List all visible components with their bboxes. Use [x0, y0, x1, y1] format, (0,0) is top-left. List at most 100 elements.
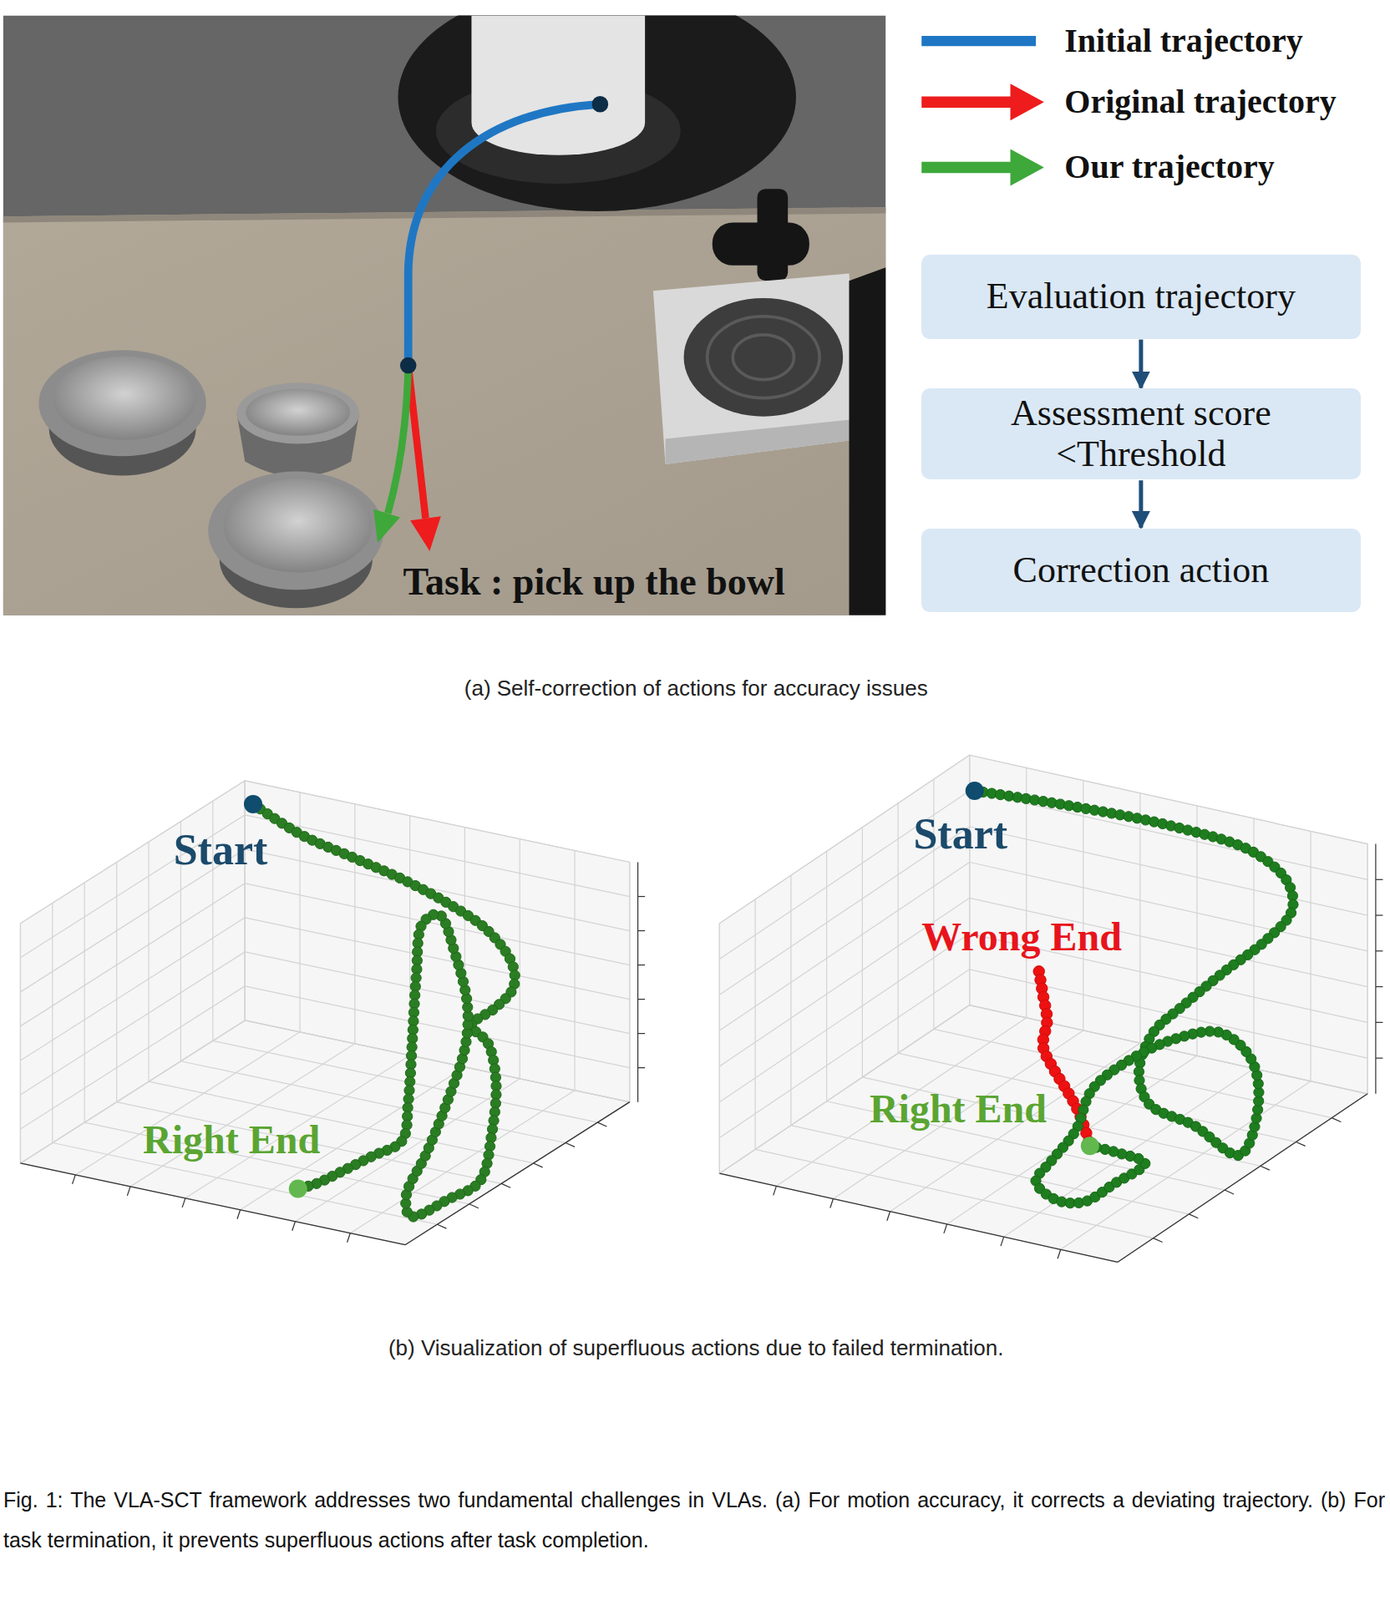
grid-line	[791, 1126, 1189, 1215]
legend-entry: Our trajectory	[1064, 147, 1274, 187]
axis-line	[1331, 1118, 1341, 1123]
grid-line	[244, 815, 630, 898]
axis-line	[1296, 1141, 1306, 1147]
robot-scene	[3, 15, 887, 615]
end-point	[1080, 1136, 1100, 1156]
grid-line	[969, 1005, 1368, 1095]
axis-line	[1375, 950, 1384, 952]
axis-line	[887, 1212, 891, 1222]
axis-line	[1224, 1190, 1234, 1195]
legend-line	[921, 35, 1036, 46]
legend-arrow	[921, 162, 1013, 173]
plot-3d	[20, 781, 645, 1246]
grid-line	[629, 862, 630, 1103]
grid-line	[754, 899, 756, 1150]
plot-annotation: Right End	[869, 1085, 1047, 1132]
axis-line	[1375, 879, 1384, 881]
grid-line	[790, 875, 792, 1126]
grid-line	[20, 923, 21, 1164]
axis-line	[1374, 844, 1376, 1095]
axis-line	[830, 1199, 834, 1209]
box-label: Correction action	[1013, 550, 1270, 591]
plate	[684, 298, 844, 417]
legend-label: Initial trajectory	[1064, 21, 1303, 61]
grid-line	[244, 918, 630, 1000]
axis-line	[237, 1210, 241, 1220]
grid-line	[354, 804, 356, 1045]
grid-line	[1025, 767, 1027, 1018]
axis-line	[565, 1143, 575, 1148]
trajectory-point	[592, 96, 609, 113]
legend-entry: Original trajectory	[1064, 82, 1336, 122]
grid-line	[947, 1055, 1198, 1225]
axis-line	[638, 896, 646, 898]
grid-line	[20, 918, 245, 1061]
grid-line	[20, 883, 245, 1027]
grid-line	[1309, 831, 1311, 1081]
grid-line	[969, 969, 1368, 1059]
process-box: Correction action	[921, 528, 1360, 613]
grid-line	[294, 1079, 520, 1223]
plate-ring	[732, 334, 794, 381]
axis-line	[1117, 1094, 1368, 1264]
legend-label: Original trajectory	[1064, 82, 1336, 122]
axis-line	[405, 1102, 630, 1246]
panel-caption: (b) Visualization of superfluous actions…	[388, 1336, 1005, 1362]
axis-line	[469, 1204, 479, 1209]
initial-trajectory	[408, 104, 601, 366]
start-point	[243, 795, 263, 814]
grid-line	[147, 842, 149, 1082]
grid-line	[519, 839, 521, 1080]
axis-line	[72, 1175, 77, 1185]
table-edge	[3, 207, 887, 223]
grid-line	[244, 1020, 630, 1103]
axis-line	[1260, 1166, 1270, 1171]
legend-arrow-head	[1010, 83, 1045, 121]
grid-line	[244, 1020, 630, 1103]
grid-line	[244, 781, 246, 1021]
axis-line	[597, 1122, 607, 1127]
grid-line	[1060, 1081, 1311, 1251]
plot-annotation: Right End	[142, 1116, 320, 1163]
grid-line	[897, 803, 899, 1054]
axis-line	[638, 1067, 646, 1069]
grid-line	[719, 933, 969, 1103]
axis-line	[1000, 1237, 1005, 1247]
grid-line	[755, 1149, 1153, 1238]
grid-line	[969, 1005, 1368, 1095]
axis-line	[292, 1222, 296, 1232]
plate-stand	[653, 273, 863, 465]
box-label: Evaluation trajectory	[986, 276, 1296, 317]
axis-pane	[244, 781, 630, 1103]
axis-line	[347, 1233, 351, 1243]
grid-line	[51, 902, 53, 1143]
grid-line	[130, 1044, 356, 1188]
task-label: Task : pick up the bowl	[403, 560, 786, 605]
axis-line	[638, 930, 646, 932]
table	[3, 207, 887, 616]
grid-line	[405, 1102, 630, 1246]
axis-line	[1188, 1214, 1198, 1219]
cup-inside	[245, 389, 351, 437]
axis-line	[501, 1183, 511, 1188]
bowl-inside	[223, 478, 373, 573]
legend-samples	[921, 40, 1045, 186]
grid-line	[350, 1090, 575, 1234]
legend-arrow-head	[1010, 149, 1045, 187]
panel-caption: (a) Self-correction of actions for accur…	[464, 676, 929, 702]
axis-line	[773, 1186, 777, 1196]
axis-line	[638, 1033, 646, 1035]
plate-ring	[707, 316, 820, 399]
grid-line	[969, 791, 1368, 880]
axis-line	[182, 1198, 186, 1208]
our-trajectory	[387, 365, 408, 514]
flow-arrow	[1138, 480, 1143, 528]
grid-line	[84, 882, 86, 1123]
grid-line	[573, 851, 575, 1091]
grid-line	[244, 952, 630, 1035]
grid-line	[244, 883, 630, 966]
axis-line	[1375, 1057, 1384, 1059]
axis-line	[719, 1173, 1117, 1263]
axis-line	[1375, 1022, 1384, 1024]
process-box: Assessment score <Threshold	[921, 388, 1360, 480]
